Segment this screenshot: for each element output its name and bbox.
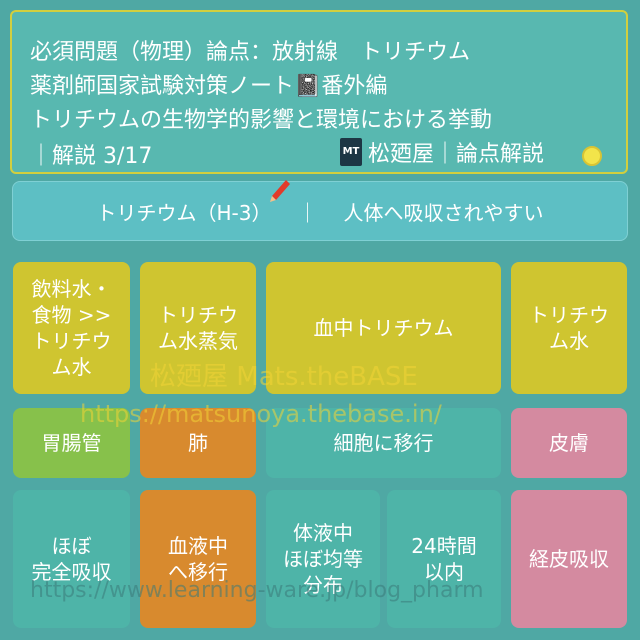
tile-tritium-vapor: トリチウム水蒸気 bbox=[140, 262, 256, 394]
banner-left-text: トリチウム（H-3） bbox=[96, 200, 272, 225]
red-pencil-icon bbox=[270, 180, 290, 202]
brand-logo-icon: MT bbox=[339, 138, 362, 166]
header-title-line2: 薬剤師国家試験対策ノート📓番外編 bbox=[30, 74, 388, 99]
tile-within-24-hours: 24時間以内 bbox=[387, 490, 501, 628]
banner-separator: ｜ bbox=[297, 200, 318, 225]
tile-skin: 皮膚 bbox=[511, 408, 627, 478]
brand-label: MT 松廼屋｜論点解説 bbox=[339, 136, 544, 168]
banner-right-text: 人体へ吸収されやすい bbox=[343, 200, 544, 225]
header-part-label: ｜解説 3/17 bbox=[30, 144, 153, 169]
header-title-line3: トリチウムの生物学的影響と環境における挙動 bbox=[30, 108, 493, 133]
header-panel: 必須問題（物理）論点：放射線 トリチウム 薬剤師国家試験対策ノート📓番外編 トリ… bbox=[10, 10, 628, 174]
tile-gi-tract: 胃腸管 bbox=[13, 408, 130, 478]
tile-transdermal-absorption: 経皮吸収 bbox=[511, 490, 627, 628]
tile-lung: 肺 bbox=[140, 408, 256, 478]
tile-transfer-to-blood: 血液中へ移行 bbox=[140, 490, 256, 628]
tile-drinking-water-food: 飲料水・食物 >>トリチウム水 bbox=[13, 262, 130, 394]
tile-blood-tritium: 血中トリチウム bbox=[266, 262, 501, 394]
tile-tritium-water: トリチウム水 bbox=[511, 262, 627, 394]
header-title-line1: 必須問題（物理）論点：放射線 トリチウム bbox=[30, 40, 471, 65]
yellow-dot-icon bbox=[582, 146, 602, 166]
tile-cell-transfer: 細胞に移行 bbox=[266, 408, 501, 478]
topic-banner: トリチウム（H-3） ｜ 人体へ吸収されやすい bbox=[12, 181, 628, 241]
brand-text: 松廼屋｜論点解説 bbox=[367, 142, 544, 167]
tile-almost-complete-absorption: ほぼ完全吸収 bbox=[13, 490, 130, 628]
tile-uniform-distribution: 体液中ほぼ均等分布 bbox=[266, 490, 380, 628]
